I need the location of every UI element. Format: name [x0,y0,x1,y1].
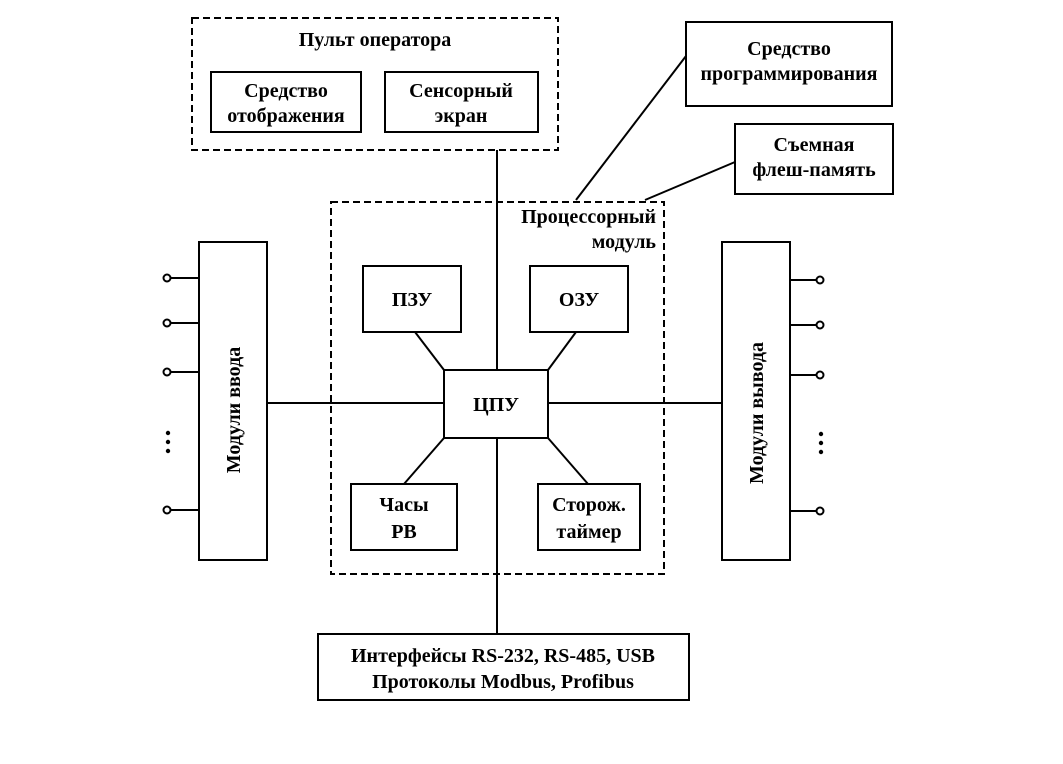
output-terminals [790,275,825,516]
watchdog-to-cpu-line [547,437,589,485]
rom-box: ПЗУ [362,265,462,333]
interfaces-label-line1: Интерфейсы RS-232, RS-485, USB [351,645,655,667]
flash-memory-link-line [644,161,736,201]
watchdog-label-line2: таймер [556,521,621,543]
output-terminal [815,506,825,516]
rom-label: ПЗУ [392,289,433,311]
input-terminal [162,367,172,377]
interfaces-label-line2: Протоколы Modbus, Profibus [372,671,634,693]
connection-lines [267,55,736,634]
interfaces-box: Интерфейсы RS-232, RS-485, USB Протоколы… [317,633,690,701]
output-modules: Модули вывода [721,241,825,561]
input-modules: Модули ввода [162,241,268,561]
processor-module-title-line1: Процессорный [521,206,656,228]
touchscreen-box: Сенсорный экран [384,71,539,133]
programming-tool-label-line1: Средство [747,38,831,60]
output-modules-label: Модули вывода [746,342,768,484]
programming-tool-label-line2: программирования [701,63,878,85]
output-ellipsis [818,431,824,455]
processor-module-title-line2: модуль [592,231,657,253]
output-terminal [815,320,825,330]
output-modules-box [721,241,791,561]
programming-tool-link-line [575,55,687,201]
touchscreen-label-line2: экран [435,105,488,127]
ram-box: ОЗУ [529,265,629,333]
input-modules-box [198,241,268,561]
display-device-label-line2: отображения [227,105,345,127]
programming-tool-box: Средство программирования [685,21,893,107]
input-terminal [162,505,172,515]
display-device-box: Средство отображения [210,71,362,133]
input-terminal [162,318,172,328]
operator-panel-border [191,17,559,151]
flash-memory-box: Съемная флеш-память [734,123,894,195]
input-terminals [162,273,199,515]
output-terminal [815,275,825,285]
flash-memory-label-line1: Съемная [774,134,855,156]
display-device-label-line1: Средство [244,80,328,102]
clock-to-cpu-line [403,437,445,485]
clock-label-line2: РВ [391,521,417,543]
input-terminal [162,273,172,283]
watchdog-box: Сторож. таймер [537,483,641,551]
clock-label-line1: Часы [379,494,429,516]
ram-label: ОЗУ [559,289,600,311]
ram-to-cpu-line [547,331,577,371]
flash-memory-label-line2: флеш-память [752,159,876,181]
touchscreen-label-line1: Сенсорный [409,80,513,102]
rom-to-cpu-line [414,331,445,371]
operator-panel-title: Пульт оператора [299,29,452,51]
watchdog-label-line1: Сторож. [552,494,626,516]
input-ellipsis [165,430,171,454]
cpu-box: ЦПУ [443,369,549,439]
clock-box: Часы РВ [350,483,458,551]
input-modules-label: Модули ввода [223,347,245,473]
cpu-label: ЦПУ [473,394,519,416]
operator-panel: Пульт оператора Средство отображения Сен… [191,17,559,151]
output-terminal [815,370,825,380]
